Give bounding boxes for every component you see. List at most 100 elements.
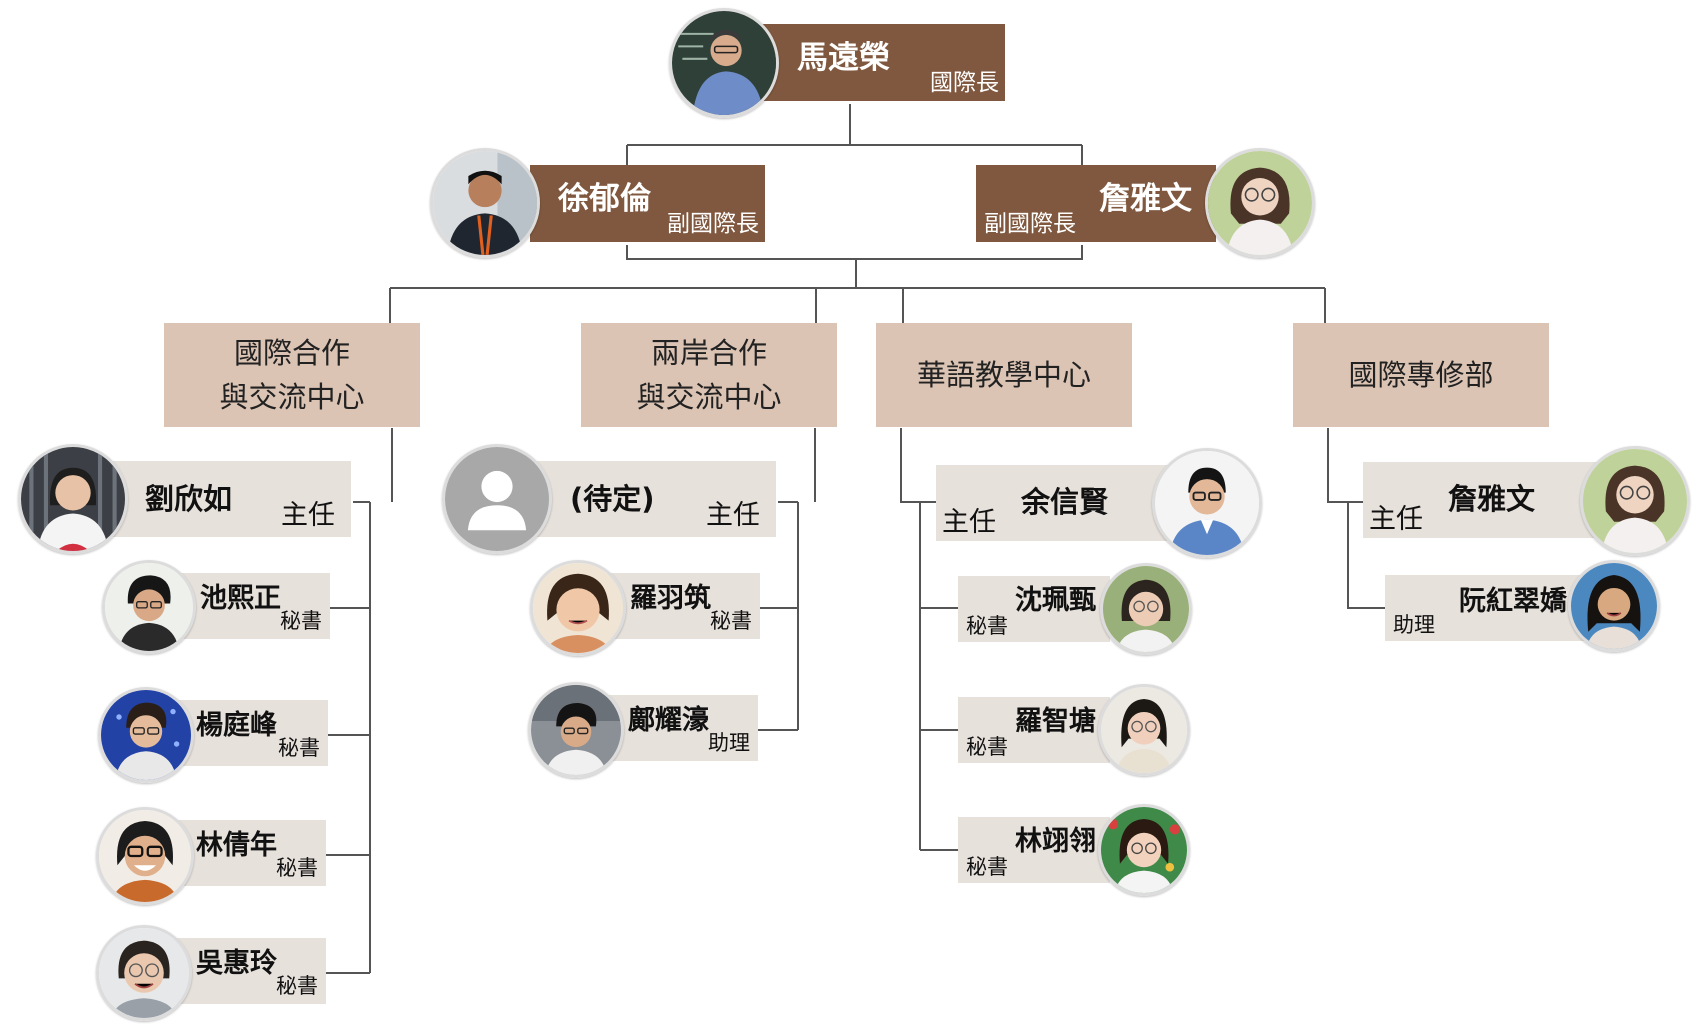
staff-avatar-d1-5	[96, 925, 192, 1021]
person-photo-icon	[101, 690, 191, 780]
staff-avatar-d1-3	[98, 687, 194, 783]
director-title: 國際長	[930, 70, 999, 96]
staff-avatar-d4-head	[1580, 446, 1690, 556]
staff-avatar-d3-head	[1152, 448, 1262, 558]
person-photo-icon	[433, 151, 537, 255]
dept2-connector	[758, 428, 816, 731]
dept-1-line1: 國際合作	[233, 336, 350, 370]
staff-avatar-d1-4	[96, 807, 194, 905]
staff-role: 主任	[281, 500, 335, 531]
deputy-2-avatar	[1205, 148, 1315, 258]
deputy-2-title: 副國際長	[984, 211, 1076, 237]
staff-name: 羅智塘	[1015, 706, 1096, 737]
staff-name: 詹雅文	[1447, 482, 1535, 516]
person-photo-icon	[21, 447, 125, 551]
staff-avatar-d2-2	[530, 560, 626, 656]
staff-name: 阮紅翠嬌	[1459, 586, 1567, 617]
staff-card-d2-3: 鄺耀濠 助理	[606, 695, 758, 761]
staff-role: 秘書	[278, 736, 320, 760]
staff-card-d3-4: 林翊翎 秘書	[958, 817, 1110, 883]
staff-avatar-d3-3	[1098, 684, 1190, 776]
staff-card-d3-head: 余信賢 主任	[936, 465, 1180, 541]
deputy-card-2: 詹雅文 副國際長	[976, 165, 1216, 242]
staff-card-d1-head: 劉欣如 主任	[110, 461, 351, 537]
dept-4-line1: 國際專修部	[1348, 358, 1494, 392]
staff-role: 秘書	[966, 614, 1008, 638]
staff-card-d4-head: 詹雅文 主任	[1363, 462, 1607, 538]
dept-3-line1: 華語教學中心	[916, 358, 1091, 392]
dept-1-line2: 與交流中心	[219, 380, 365, 414]
person-photo-icon	[99, 928, 189, 1018]
staff-role: 助理	[708, 731, 750, 755]
staff-role: 秘書	[276, 856, 318, 880]
staff-card-d3-3: 羅智塘 秘書	[958, 697, 1110, 763]
person-photo-icon	[533, 563, 623, 653]
person-photo-icon	[1208, 151, 1312, 255]
staff-name: 余信賢	[1020, 485, 1108, 519]
staff-name: 楊庭峰	[196, 710, 277, 741]
staff-name: 林倩年	[196, 830, 277, 861]
staff-role: 秘書	[966, 855, 1008, 879]
person-photo-icon	[672, 11, 776, 115]
staff-name: 羅羽筑	[630, 583, 711, 614]
person-photo-icon	[1103, 566, 1189, 652]
staff-card-d4-2: 阮紅翠嬌 助理	[1385, 575, 1585, 641]
person-photo-icon	[1583, 449, 1687, 553]
staff-role: 助理	[1393, 613, 1435, 637]
staff-role: 主任	[942, 507, 996, 538]
dept-foundation-program: 國際專修部	[1293, 323, 1549, 427]
placeholder-avatar-icon	[445, 447, 549, 551]
deputy-1-name: 徐郁倫	[558, 181, 651, 217]
dept-2-line1: 兩岸合作	[650, 336, 767, 370]
director-avatar	[669, 8, 779, 118]
person-photo-icon	[531, 685, 621, 775]
staff-name: 沈珮甄	[1015, 585, 1096, 616]
deputy-connector	[389, 245, 1326, 323]
deputy-1-avatar	[430, 148, 540, 258]
staff-name: 林翊翎	[1015, 826, 1096, 857]
staff-role: 秘書	[280, 609, 322, 633]
staff-role: 主任	[1369, 504, 1423, 535]
staff-card-d1-2: 池熙正 秘書	[178, 573, 330, 639]
staff-role: 秘書	[710, 609, 752, 633]
staff-card-d3-2: 沈珮甄 秘書	[958, 576, 1110, 642]
dept1-connector	[326, 428, 393, 974]
staff-avatar-d3-4	[1098, 804, 1190, 896]
staff-card-d1-5: 吳惠玲 秘書	[174, 938, 326, 1004]
staff-avatar-d3-2	[1100, 563, 1192, 655]
staff-role: 秘書	[276, 974, 318, 998]
dept-intl-cooperation: 國際合作 與交流中心	[164, 323, 420, 427]
dept3-connector	[900, 428, 958, 851]
staff-name: (待定)	[570, 482, 655, 516]
deputy-card-1: 徐郁倫 副國際長	[530, 165, 765, 242]
staff-card-d2-2: 羅羽筑 秘書	[608, 573, 760, 639]
staff-name: 池熙正	[200, 583, 281, 614]
staff-name: 劉欣如	[145, 482, 233, 516]
staff-role: 秘書	[966, 735, 1008, 759]
staff-name: 鄺耀濠	[628, 705, 709, 736]
dept-chinese-center: 華語教學中心	[876, 323, 1132, 427]
staff-avatar-d4-2	[1568, 560, 1660, 652]
dept4-connector	[1327, 428, 1385, 609]
deputy-2-name: 詹雅文	[1099, 181, 1192, 217]
person-photo-icon	[1101, 807, 1187, 893]
staff-avatar-d2-3	[528, 682, 624, 778]
deputy-1-title: 副國際長	[667, 211, 759, 237]
director-name: 馬遠榮	[797, 40, 890, 76]
staff-avatar-d1-2	[102, 560, 196, 654]
person-photo-icon	[105, 563, 193, 651]
person-photo-icon	[1571, 563, 1657, 649]
person-photo-icon	[1155, 451, 1259, 555]
director-connector	[626, 104, 1083, 165]
staff-card-d2-head: (待定) 主任	[532, 461, 776, 537]
dept-2-line2: 與交流中心	[636, 380, 782, 414]
staff-role: 主任	[706, 500, 760, 531]
staff-avatar-d1-head	[18, 444, 128, 554]
dept-cross-strait: 兩岸合作 與交流中心	[581, 323, 837, 427]
staff-card-d1-4: 林倩年 秘書	[174, 820, 326, 886]
person-photo-icon	[1101, 687, 1187, 773]
person-photo-icon	[99, 810, 191, 902]
staff-name: 吳惠玲	[196, 948, 277, 979]
